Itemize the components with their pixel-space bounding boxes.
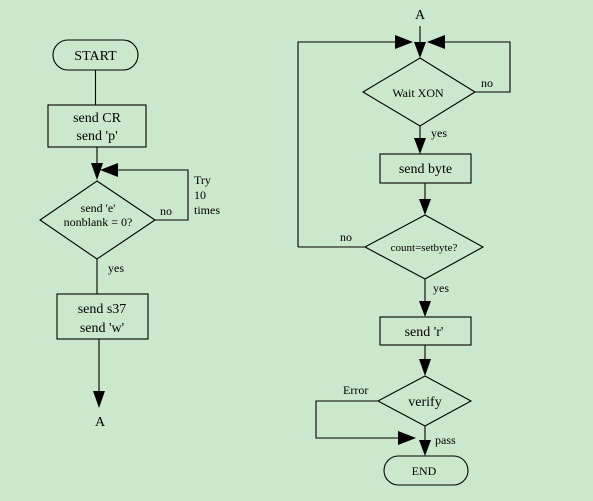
retry-loop-arrowhead [100, 163, 118, 177]
send-r-box [379, 316, 472, 346]
decision-line2: nonblank = 0? [64, 215, 133, 229]
box2-line2: send 'w' [80, 321, 124, 336]
error-loop-line [315, 400, 398, 439]
retry-no-label: no [160, 204, 172, 218]
sendbyte-to-count-arrowhead [419, 199, 431, 215]
send-s37-w-box [56, 293, 149, 340]
count-label: count=setbyte? [391, 242, 458, 254]
outer-loop-line [297, 41, 395, 247]
end-terminal [383, 455, 469, 486]
send-cr-p-box [47, 104, 147, 148]
verify-to-end-arrowhead [419, 440, 431, 456]
right-connector-a: A [415, 8, 426, 23]
wait-to-sendbyte-arrowhead [414, 138, 426, 154]
xon-loop-arrowhead [427, 35, 445, 49]
pass-label: pass [435, 433, 456, 447]
retry-note-line1: Try [194, 173, 211, 187]
retry-note-line2: 10 [194, 188, 206, 202]
verify-label: verify [408, 395, 441, 410]
send-byte-label: send byte [399, 162, 452, 177]
retry-note-line3: times [194, 203, 220, 217]
box1-line2: send 'p' [76, 129, 117, 144]
retry-loop-line [118, 169, 189, 221]
decision-line1: send 'e' [81, 201, 116, 215]
outer-loop-arrowhead [395, 35, 413, 49]
sendr-to-verify-arrowhead [419, 359, 431, 376]
box1-to-decision-arrowhead [91, 163, 103, 180]
start-label: START [74, 49, 117, 64]
decision-yes-label: yes [108, 261, 124, 275]
box1-line1: send CR [73, 111, 122, 126]
error-loop-arrowhead [398, 431, 416, 445]
end-label: END [412, 464, 437, 478]
count-yes-label: yes [433, 281, 449, 295]
wait-no-label: no [481, 76, 493, 90]
error-label: Error [343, 383, 368, 397]
wait-xon-label: Wait XON [392, 86, 444, 100]
send-byte-box [379, 153, 472, 184]
wait-yes-label: yes [431, 126, 447, 140]
connector-to-wait-arrowhead [414, 42, 426, 58]
send-r-label: send 'r' [405, 325, 444, 340]
count-to-sendr-arrowhead [419, 301, 431, 317]
box2-line1: send s37 [78, 302, 127, 317]
count-no-label: no [340, 230, 352, 244]
box2-to-connector-arrowhead [93, 391, 105, 408]
xon-loop-line [445, 41, 511, 93]
left-connector-a: A [95, 415, 106, 430]
